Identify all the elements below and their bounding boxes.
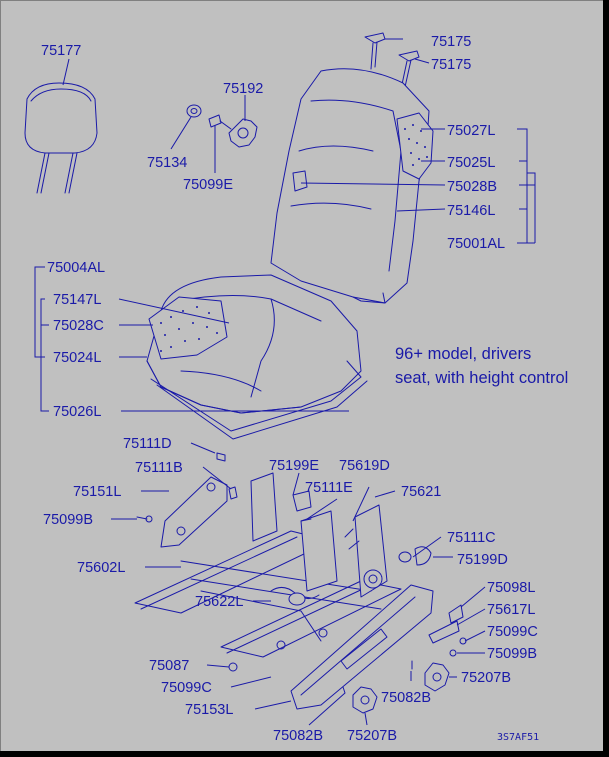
label-75207b-bottom: 75207B	[347, 728, 397, 744]
seat-cushion-drawing	[146, 274, 368, 440]
label-75207b-right: 75207B	[461, 670, 511, 686]
label-75177: 75177	[41, 43, 81, 59]
label-75151l: 75151L	[73, 484, 121, 500]
seat-frame-drawing	[134, 452, 432, 672]
note-line-2: seat, with height control	[395, 369, 568, 387]
label-75099c-left: 75099C	[161, 680, 212, 696]
label-75099b-left: 75099B	[43, 512, 93, 528]
recliner-knob-drawing	[186, 104, 258, 148]
headrest-guide-drawing	[364, 32, 420, 90]
label-75134: 75134	[147, 155, 187, 171]
headrest-drawing	[24, 82, 98, 194]
label-75027l: 75027L	[447, 123, 495, 139]
label-75024l: 75024L	[53, 350, 101, 366]
label-75028c: 75028C	[53, 318, 104, 334]
diagram-code: 3S7AF51	[497, 732, 539, 743]
label-75111b: 75111B	[135, 460, 183, 476]
label-75099b-right: 75099B	[487, 646, 537, 662]
side-cover-drawing	[290, 584, 434, 710]
label-75111c: 75111C	[447, 530, 496, 546]
label-75622l: 75622L	[195, 594, 243, 610]
label-75192: 75192	[223, 81, 263, 97]
seat-back-drawing	[270, 68, 434, 304]
label-75001al: 75001AL	[447, 236, 505, 252]
label-75153l: 75153L	[185, 702, 233, 718]
label-75146l: 75146L	[447, 203, 495, 219]
label-75025l: 75025L	[447, 155, 495, 171]
right-hardware-drawing	[342, 604, 467, 714]
label-75199d: 75199D	[457, 552, 508, 568]
label-75099c-right: 75099C	[487, 624, 538, 640]
leader-lines	[34, 38, 536, 726]
label-75111e: 75111E	[305, 480, 353, 496]
label-75199e: 75199E	[269, 458, 319, 474]
label-75621: 75621	[401, 484, 441, 500]
label-75602l: 75602L	[77, 560, 125, 576]
label-75175-a: 75175	[431, 34, 471, 50]
label-75147l: 75147L	[53, 292, 101, 308]
part-labels: 75177 75175 75175 75192 75134 75099E 750…	[41, 34, 538, 744]
label-75028b: 75028B	[447, 179, 497, 195]
label-75099e: 75099E	[183, 177, 233, 193]
label-75004al: 75004AL	[47, 260, 105, 276]
model-note: 96+ model, drivers seat, with height con…	[395, 345, 568, 387]
label-75082b-bottom: 75082B	[273, 728, 323, 744]
label-75087: 75087	[149, 658, 189, 674]
note-line-1: 96+ model, drivers	[395, 345, 531, 363]
label-75098l: 75098L	[487, 580, 535, 596]
label-75026l: 75026L	[53, 404, 101, 420]
label-75617l: 75617L	[487, 602, 535, 618]
label-75082b-right: 75082B	[381, 690, 431, 706]
label-75619d: 75619D	[339, 458, 390, 474]
label-75175-b: 75175	[431, 57, 471, 73]
label-75111d: 75111D	[123, 436, 172, 452]
